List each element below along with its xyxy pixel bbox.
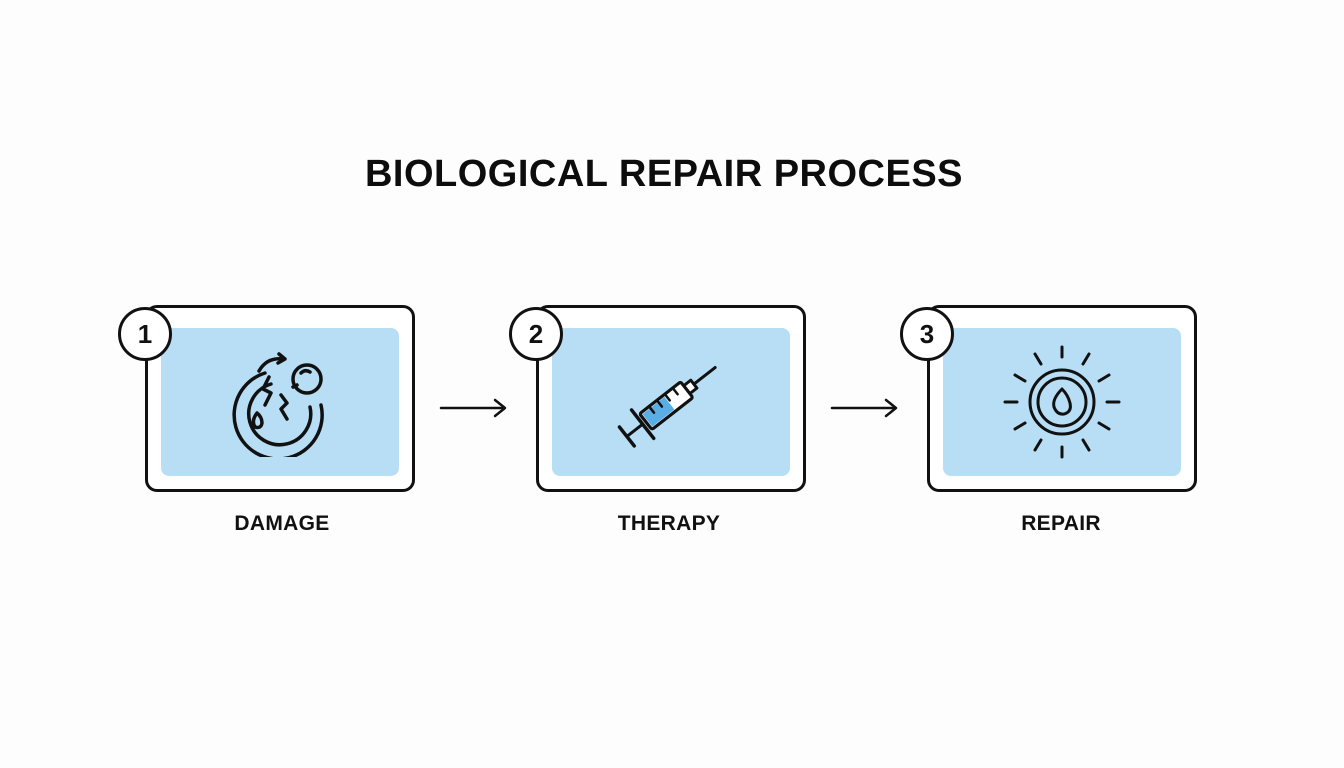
step-number-badge-2: 2: [509, 307, 563, 361]
syringe-icon: [617, 366, 717, 448]
step-label-1: DAMAGE: [234, 512, 330, 535]
step-card-3: [927, 305, 1197, 492]
damaged-cell-icon: [232, 352, 324, 457]
step-panel-1: [161, 328, 399, 476]
step-number-badge-3: 3: [900, 307, 954, 361]
arrow-right-icon: [439, 398, 507, 418]
step-number-badge-1: 1: [118, 307, 172, 361]
step-card-2: [536, 305, 806, 492]
healed-cell-icon: [1003, 345, 1121, 459]
step-panel-2: [552, 328, 790, 476]
step-label-2: THERAPY: [617, 512, 721, 535]
arrow-right-icon: [830, 398, 898, 418]
diagram-title: BIOLOGICAL REPAIR PROCESS: [364, 153, 964, 195]
step-panel-3: [943, 328, 1181, 476]
step-card-1: [145, 305, 415, 492]
step-label-3: REPAIR: [1021, 512, 1101, 535]
